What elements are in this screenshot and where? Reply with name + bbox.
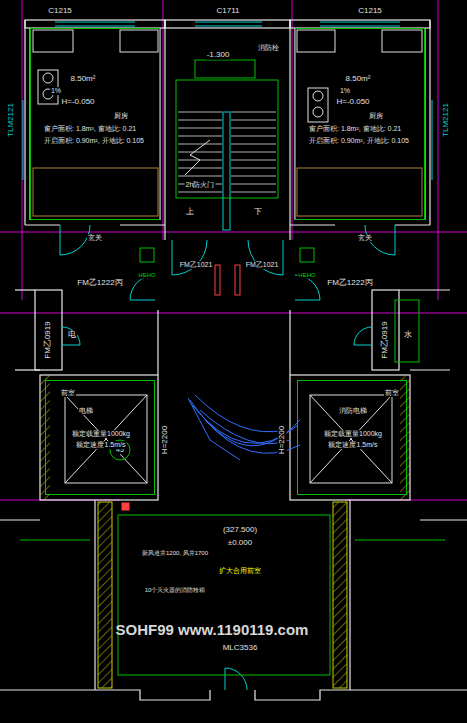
plan-label: 前室: [60, 389, 76, 397]
plan-label: (327.500): [222, 526, 258, 535]
plan-label: 下: [253, 208, 263, 217]
plan-label: 水: [403, 331, 413, 340]
room-text: 开启面积: 0.90m², 开地比: 0.105: [43, 137, 145, 145]
plan-label: 10个灭火器的消防栓箱: [144, 587, 207, 594]
plan-label: FM乙1021: [245, 261, 280, 269]
plan-label: FM乙1021: [179, 261, 214, 269]
plan-label: FM乙0919: [381, 320, 390, 359]
plan-label: TLM2121: [442, 102, 451, 138]
plan-label: H=2200: [278, 425, 287, 455]
plan-label: 新风道井1200, 风井1700: [141, 550, 209, 557]
kitchen-room: 8.50m² 1% H=-0.050 厨房窗户面积: 1.8m², 窗地比: 0.21…: [295, 28, 425, 220]
room-text: 1%: [50, 87, 62, 95]
room-text: 1%: [339, 87, 351, 95]
room-text: 消防电梯: [338, 407, 368, 415]
room-text: 额定速度1.5m/s: [327, 441, 378, 449]
plan-label: 2h防火门: [185, 181, 216, 189]
room-text: 开启面积: 0.90m², 开地比: 0.105: [308, 137, 410, 145]
plan-label: HEHO: [137, 272, 156, 279]
plan-label: C1215: [357, 7, 383, 16]
plan-label: C1711: [216, 7, 241, 16]
room-text: 额定载重量1000kg: [323, 430, 383, 438]
room-text: 厨房: [113, 112, 129, 120]
room-text: 8.50m²: [345, 75, 372, 84]
room-text: 8.50m²: [70, 75, 97, 84]
room-text: 窗户面积: 1.8m², 窗地比: 0.21: [43, 125, 137, 133]
plan-label: FM乙0919: [44, 320, 53, 359]
plan-label: HEHO: [297, 272, 316, 279]
plan-label: FM乙1222丙: [326, 279, 373, 288]
plan-label: C1215: [47, 7, 73, 16]
plan-label: 玄关: [87, 234, 103, 242]
plan-label: H=2200: [161, 425, 170, 455]
plan-label: 上: [185, 208, 195, 217]
room-text: 额定速度1.5m/s: [75, 441, 126, 449]
plan-label: 扩大合用前室: [218, 567, 262, 575]
kitchen-room: 8.50m² 1% H=-0.050 厨房窗户面积: 1.8m², 窗地比: 0.21…: [30, 28, 160, 220]
elevator-shaft: 消防电梯额定载重量1000kg 额定速度1.5m/s: [297, 380, 407, 495]
plan-label: -1.300: [206, 51, 231, 60]
plan-label: 前室: [384, 389, 400, 397]
plan-label: FM乙1222丙: [76, 279, 123, 288]
plan-label: 消防栓: [257, 44, 280, 52]
elevator-shaft: 电梯额定载重量1000kg 额定速度1.5m/s: [45, 380, 155, 495]
room-text: 额定载重量1000kg: [71, 430, 131, 438]
room-text: H=-0.050: [335, 98, 370, 107]
room-text: H=-0.050: [60, 98, 95, 107]
plan-label: TLM2121: [7, 102, 16, 138]
plan-label: 电: [67, 331, 77, 340]
plan-label: 玄关: [357, 234, 373, 242]
room-text: 窗户面积: 1.8m², 窗地比: 0.21: [308, 125, 402, 133]
plan-label: MLC3536: [222, 644, 259, 653]
plan-label: SOHF99 www.1190119.com: [115, 622, 310, 639]
room-text: 厨房: [368, 112, 384, 120]
room-text: 电梯: [78, 407, 94, 415]
plan-label: ±0.000: [227, 539, 253, 548]
